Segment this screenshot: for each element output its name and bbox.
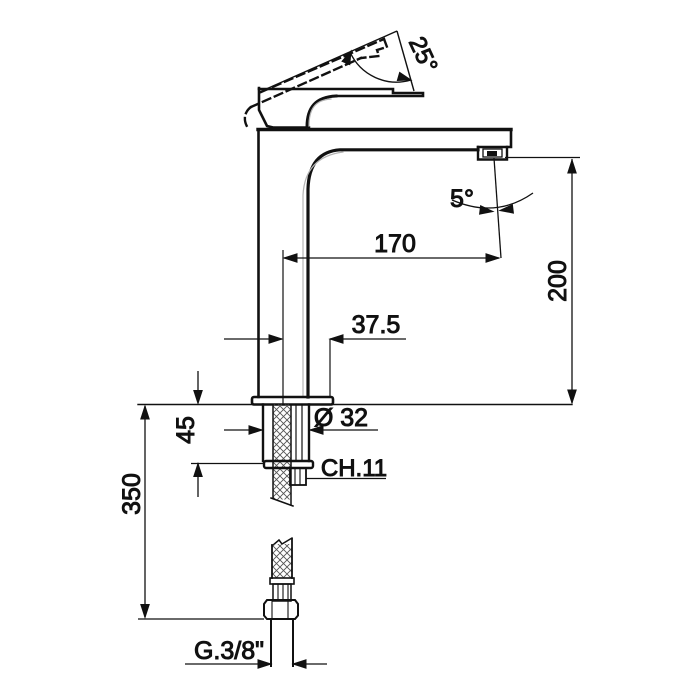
- deck-thickness-label: 45: [172, 416, 200, 444]
- dim-deck-thickness-45: 45: [172, 371, 264, 497]
- dim-front-offset-37-5: 37.5: [224, 311, 406, 396]
- threaded-shank: [261, 403, 311, 507]
- hose-length-label: 350: [118, 473, 146, 515]
- mounting-washer-and-nut: [262, 459, 315, 486]
- dim-connection-thread-g38: G.3/8": [185, 637, 327, 669]
- spout-reach-label: 170: [374, 230, 416, 258]
- rod-break-line: [270, 497, 294, 507]
- spout-highlight-line: [302, 151, 344, 398]
- spout-body: [256, 127, 513, 399]
- jet-angle-label: 5°: [450, 185, 474, 213]
- dim-hose-length-350: 350: [118, 405, 264, 620]
- handle-lever-raised-dashed: [243, 37, 389, 130]
- spout-height-label: 200: [544, 260, 572, 302]
- dim-hole-diameter-32: Ø 32: [224, 404, 378, 435]
- flexible-hose: [263, 536, 299, 667]
- dim-spout-height-200: 200: [505, 156, 580, 404]
- aerator-outlet: [476, 145, 509, 161]
- front-offset-label: 37.5: [352, 311, 401, 339]
- hole-diameter-label: Ø 32: [314, 404, 368, 432]
- nut-wrench-label: CH.11: [321, 455, 387, 482]
- connection-thread-label: G.3/8": [194, 637, 264, 665]
- dim-nut-wrench-ch11: CH.11: [306, 455, 388, 483]
- handle-highlight-line: [308, 98, 332, 127]
- dim-jet-angle-5: 5°: [450, 157, 534, 259]
- dim-spout-reach-170: 170: [282, 230, 500, 404]
- handle-lever: [257, 86, 425, 131]
- hose-hex-nut: [263, 599, 299, 620]
- faucet-outline: [137, 37, 573, 667]
